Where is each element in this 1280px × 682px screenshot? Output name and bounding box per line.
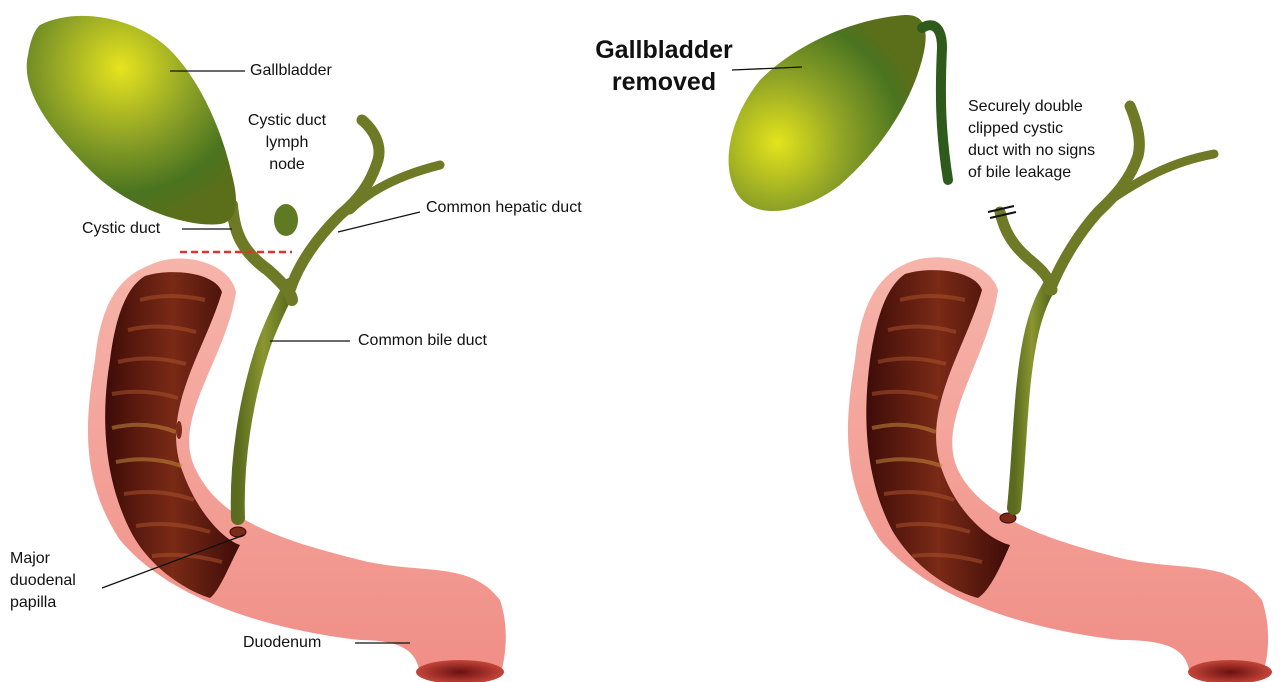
label-major-duodenal-papilla: Major duodenal papilla xyxy=(10,548,76,614)
label-common-hepatic-duct: Common hepatic duct xyxy=(426,197,582,219)
label-line: Cystic duct xyxy=(232,110,342,132)
label-cystic-duct: Cystic duct xyxy=(82,218,160,240)
gallbladder xyxy=(27,16,236,225)
common-bile-duct xyxy=(238,285,290,518)
label-line: Gallbladder xyxy=(584,34,744,66)
label-line: Securely double xyxy=(968,96,1095,118)
label-cystic-duct-lymph-node: Cystic duct lymph node xyxy=(232,110,342,176)
label-line: duodenal xyxy=(10,570,76,592)
cystic-lymph-node xyxy=(274,204,298,236)
leader-common-hepatic xyxy=(338,212,420,232)
cystic-duct-stump xyxy=(1000,212,1052,290)
label-line: duct with no signs xyxy=(968,140,1095,162)
label-common-bile-duct: Common bile duct xyxy=(358,330,487,352)
common-bile-duct-right xyxy=(1014,285,1050,508)
label-gallbladder: Gallbladder xyxy=(250,60,332,82)
removed-cystic-duct xyxy=(922,25,948,180)
label-line: removed xyxy=(584,66,744,98)
label-line: of bile leakage xyxy=(968,162,1095,184)
small-papilla-marker xyxy=(176,421,182,439)
removed-gallbladder xyxy=(729,15,926,211)
label-line: Major xyxy=(10,548,76,570)
label-line: clipped cystic xyxy=(968,118,1095,140)
label-clipped-cystic-duct: Securely double clipped cystic duct with… xyxy=(968,96,1095,184)
label-line: papilla xyxy=(10,592,76,614)
label-gallbladder-removed: Gallbladder removed xyxy=(584,34,744,98)
label-line: lymph xyxy=(232,132,342,154)
label-line: node xyxy=(232,154,342,176)
label-duodenum: Duodenum xyxy=(243,632,321,654)
